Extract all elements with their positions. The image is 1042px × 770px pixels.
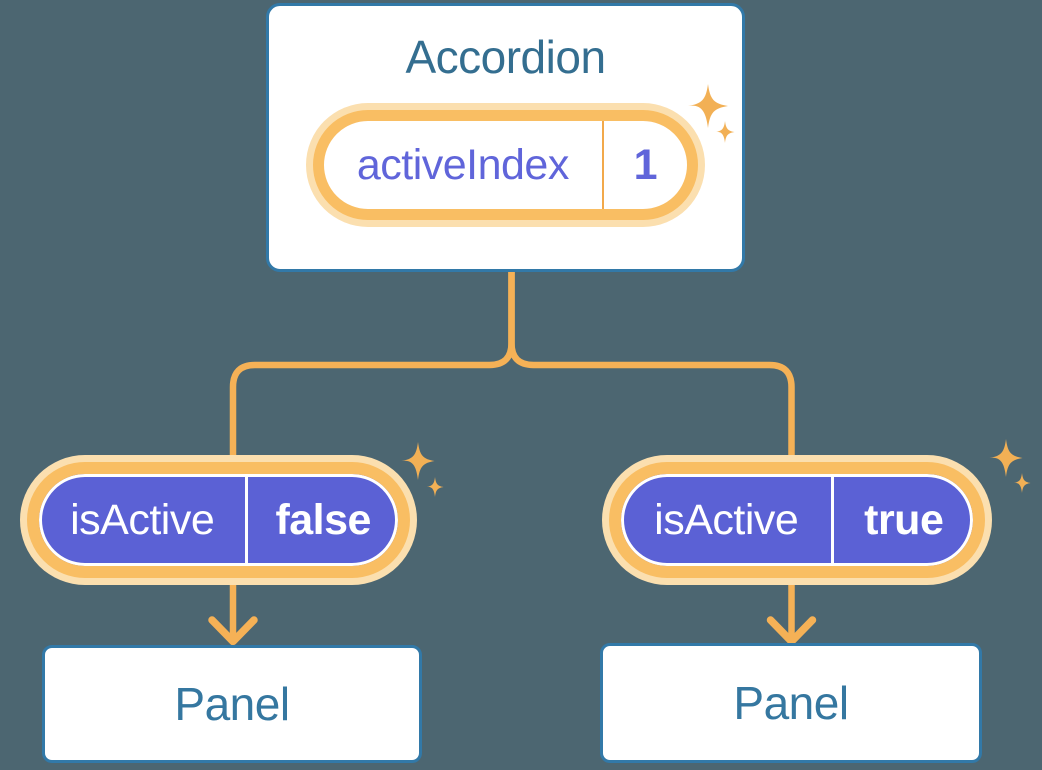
pill-divider — [831, 474, 835, 566]
prop-name: isActive — [70, 495, 215, 544]
prop-value: true — [864, 495, 944, 544]
panel-component-card: Panel — [600, 643, 982, 763]
sparkle-icon — [989, 439, 1031, 493]
prop-pill-isactive-true: isActive true — [609, 462, 985, 578]
sparkle-icon — [401, 442, 444, 497]
state-name: activeIndex — [356, 140, 570, 189]
panel-component-card: Panel — [42, 645, 422, 763]
prop-value: false — [275, 495, 371, 544]
accordion-component-card: Accordion activeIndex 1 — [266, 3, 745, 272]
arrow-down-icon — [766, 616, 817, 646]
connector-right-branch — [508, 272, 795, 641]
component-title: Panel — [733, 677, 849, 729]
pill-divider — [601, 121, 604, 209]
prop-pill-isactive-false: isActive false — [27, 462, 410, 578]
connector-left-branch — [229, 272, 515, 641]
arrow-down-icon — [208, 616, 258, 646]
component-title: Accordion — [405, 31, 606, 83]
state-pill-active-index: activeIndex 1 — [313, 110, 698, 220]
state-value: 1 — [633, 140, 658, 189]
component-title: Panel — [174, 678, 290, 730]
prop-name: isActive — [654, 495, 799, 544]
